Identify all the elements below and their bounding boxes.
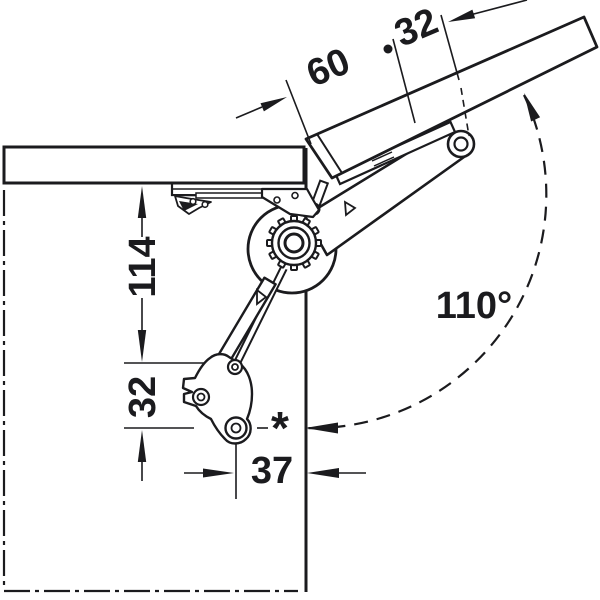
bottom-dimension: 37 [184,450,366,492]
opening-angle-annotation [304,93,548,434]
extension-line-3-dashed [460,87,470,137]
cabinet-top-panel [2,145,306,185]
lower-fixing-hole [230,422,242,434]
opening-arc [304,94,548,430]
dim37-left-arrowhead-icon [307,468,339,478]
dim32-up-arrowhead-icon [137,430,147,462]
dim-60-label: 60 [301,40,356,95]
clip-rivet [201,200,209,209]
opening-angle-label: 110° [436,285,513,327]
dim114-down-arrowhead-icon [137,330,147,362]
bracket-screw-hole [273,196,281,204]
cabinet-cut-centerlines [2,190,298,593]
rod-pivot-hole [231,363,239,371]
dim-32-top-label: 32 [389,0,444,55]
flap-panel [304,15,599,180]
plate-slot-line [373,156,395,167]
dim-37-label: 37 [251,450,293,492]
dim32-arrowhead-icon [448,9,476,22]
dim32-arrow-shaft [469,0,528,16]
extension-line-2 [392,38,416,124]
dim60-arrowhead-icon [260,97,287,112]
upper-arm-marker-triangle-icon [343,200,357,217]
extension-line-1 [285,79,312,145]
dim-32-left-label: 32 [122,376,164,418]
dim-114-label: 114 [122,236,164,297]
lower-arm-marker-triangle-icon [256,288,268,306]
flap-end-facet-line [316,133,343,174]
plate-slot-line [371,151,393,162]
dim114-up-arrowhead-icon [137,186,147,218]
bracket-screw-hole [291,191,299,200]
arc-arrowhead-wall-icon [305,422,338,434]
clip-rivet [189,197,197,206]
arm-pivot-hole [196,392,206,402]
lower-bracket-pivots [191,358,248,440]
adjustment-gear [266,215,322,271]
plate-slot-lines [371,151,395,167]
flap-pivot-hole [453,136,469,152]
extension-line-3 [440,14,460,81]
side-dimension-chain: 114 32 [122,186,164,481]
arc-arrowhead-top-icon [524,93,541,122]
dim37-right-arrowhead-icon [203,468,234,478]
dimension-dot-icon [383,44,393,54]
dim60-arrow-shaft [235,106,263,119]
footnote-asterisk: * [271,402,289,454]
gear-center-hole [283,232,305,254]
front-mounting-bracket [260,187,321,219]
